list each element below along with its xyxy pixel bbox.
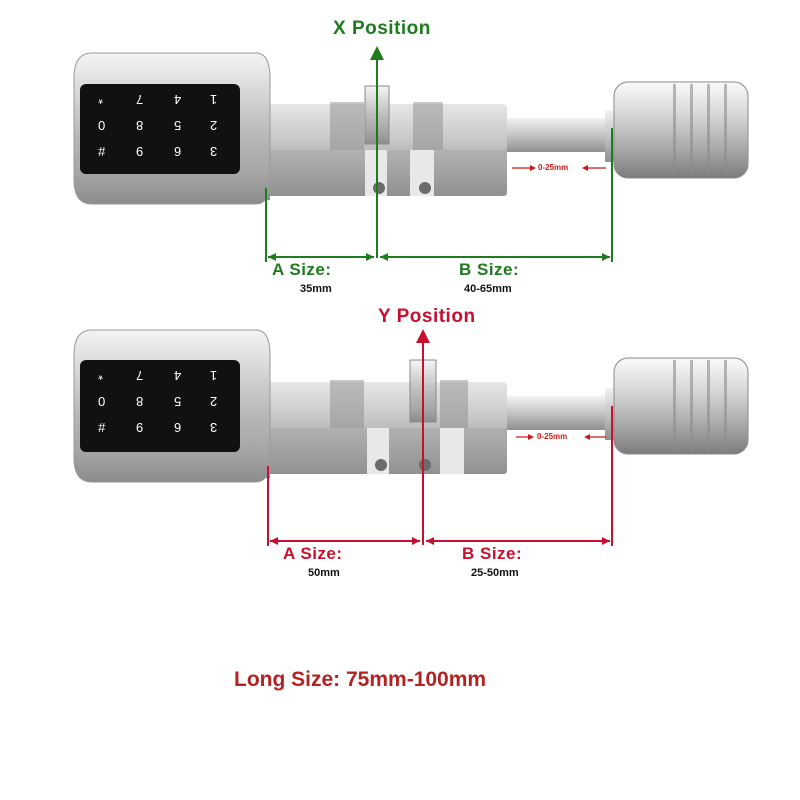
key-3: 3 [210,144,218,159]
key-2: 2 [210,118,218,133]
x-position-title: X Position [333,18,431,39]
key-1: 1 [210,92,218,107]
y-a-size-label: A Size: [283,544,343,563]
key-star: * [98,92,104,107]
x-a-size-label: A Size: [272,260,332,279]
y-a-size-value: 50mm [308,567,340,579]
long-size-caption: Long Size: 75mm-100mm [234,668,487,691]
thumb-knob [613,81,749,179]
key-5: 5 [174,118,182,133]
key-6: 6 [174,144,182,159]
thumb-knob [613,357,749,455]
keypad-panel [80,84,240,174]
key-1: 1 [210,368,218,383]
keypad-x: * 7 4 1 0 8 5 2 # 9 6 3 [92,92,232,168]
key-9: 9 [136,420,144,435]
key-5: 5 [174,394,182,409]
key-hash: # [98,420,106,435]
x-b-size-label: B Size: [459,260,520,279]
y-range-label: 0-25mm [537,432,568,441]
key-9: 9 [136,144,144,159]
lock-x [73,52,749,205]
y-position-title: Y Position [378,306,476,327]
key-0: 0 [98,118,106,133]
x-b-size-value: 40-65mm [464,283,512,295]
lock-y [73,329,749,483]
dimensions-x [265,46,613,262]
key-8: 8 [136,118,144,133]
key-6: 6 [174,420,182,435]
key-8: 8 [136,394,144,409]
x-a-size-value: 35mm [300,283,332,295]
key-hash: # [98,144,106,159]
y-b-size-value: 25-50mm [471,567,519,579]
key-0: 0 [98,394,106,409]
dimensions-y [267,329,613,546]
key-3: 3 [210,420,218,435]
key-star: * [98,368,104,383]
keypad-y: * 7 4 1 0 8 5 2 # 9 6 3 [92,368,232,444]
key-2: 2 [210,394,218,409]
x-range-label: 0-25mm [538,163,569,172]
key-7: 7 [136,92,144,107]
key-4: 4 [174,92,182,107]
key-4: 4 [174,368,182,383]
y-b-size-label: B Size: [462,544,523,563]
key-7: 7 [136,368,144,383]
keypad-panel [80,360,240,452]
